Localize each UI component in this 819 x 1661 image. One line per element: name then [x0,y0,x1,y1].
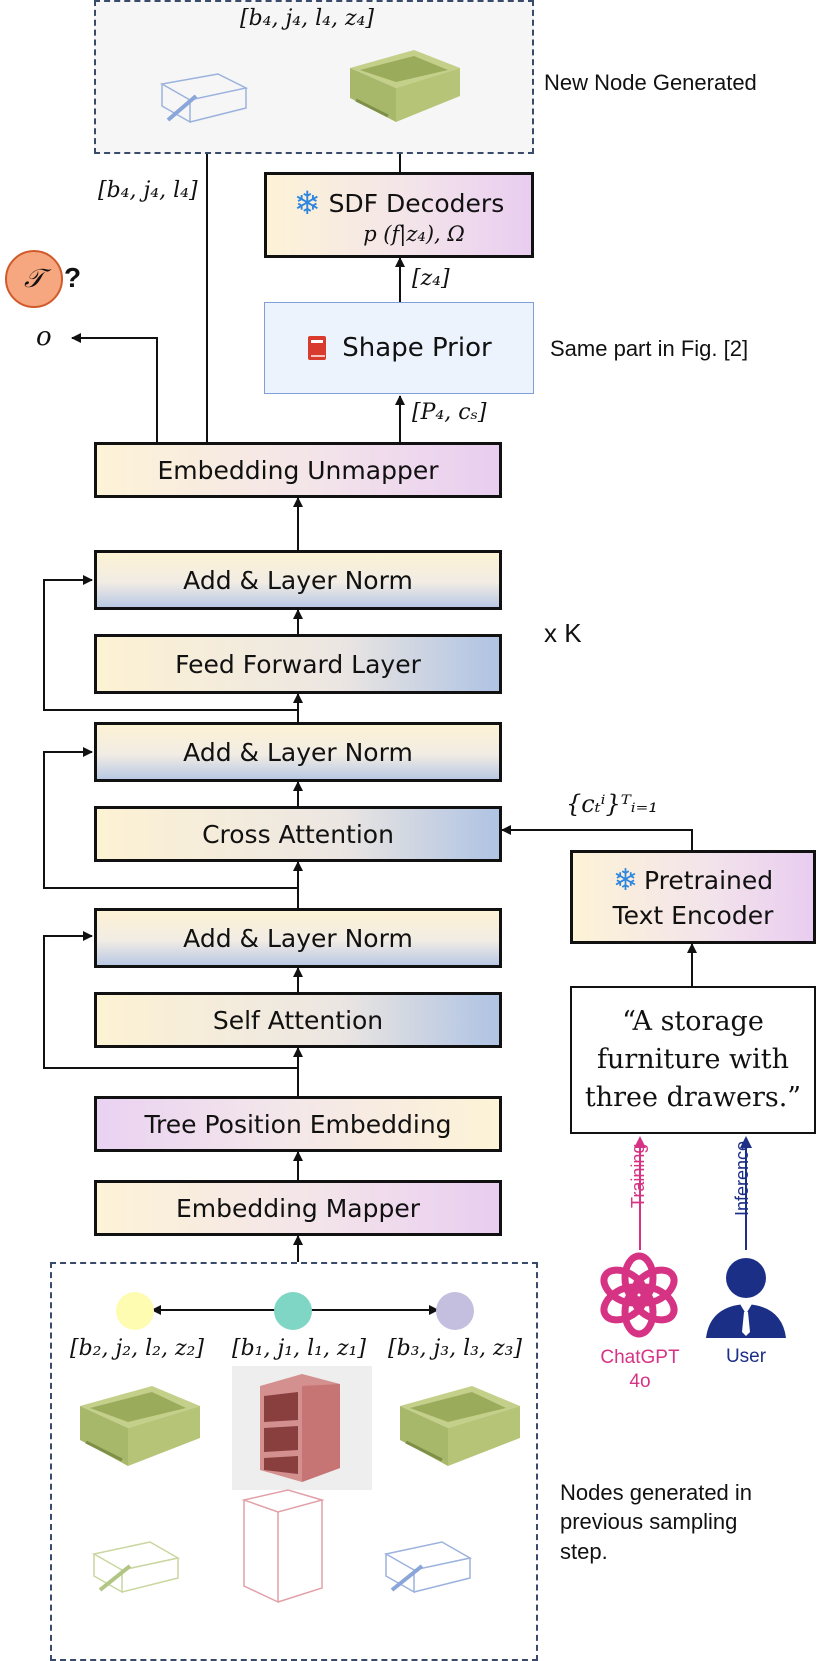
user-icon [706,1258,786,1338]
add-norm-3-box: Add & Layer Norm [94,908,502,968]
residual-loop-cross [43,747,298,889]
drawer-render-left [80,1386,200,1466]
embedding-mapper-label: Embedding Mapper [175,1193,421,1223]
residual-loop-ff [43,575,298,711]
node3-dot [436,1292,474,1330]
embedding-unmapper-box: Embedding Unmapper [94,442,502,498]
book-icon [308,336,327,360]
node2-label: [b₂, j₂, l₂, z₂] [70,1336,204,1361]
previous-nodes-line2: previous sampling [560,1509,738,1535]
tree-position-box: Tree Position Embedding [94,1096,502,1152]
new-node-panel [94,0,534,154]
add-norm-1-box: Add & Layer Norm [94,550,502,610]
text-encoder-box: ❄ Pretrained Text Encoder [570,850,816,944]
cross-attention-box: Cross Attention [94,806,502,862]
add-norm-1-label: Add & Layer Norm [183,565,413,595]
previous-nodes-line3: step. [560,1538,608,1564]
z4-label: [z₄] [412,266,450,291]
arrow-encoder-to-cross [501,825,693,850]
tau-circle: 𝒯 [5,250,63,308]
repeat-k-label: x K [544,618,582,648]
tree-position-label: Tree Position Embedding [144,1109,452,1139]
wireframe-cabinet [241,1489,325,1604]
previous-nodes-line1: Nodes generated in [560,1480,753,1505]
bjl4-label: [b₄, j₄, l₄] [98,178,198,203]
embedding-mapper-box: Embedding Mapper [94,1180,502,1236]
text-encoder-line1: Pretrained [643,865,774,895]
drawer-render-top [350,50,460,122]
prompt-box: “A storage furniture with three drawers.… [570,986,816,1134]
sdf-decoders-title: SDF Decoders [328,188,505,218]
residual-loop-self [43,931,298,1069]
prompt-line3: three drawers.” [584,1082,802,1114]
cabinet-render [232,1366,372,1490]
embedding-unmapper-label: Embedding Unmapper [157,455,439,485]
shape-prior-box: Shape Prior [264,302,534,394]
self-attention-box: Self Attention [94,992,502,1048]
sdf-formula: p (f|z₄), Ω [363,222,465,246]
inference-label: Inference [732,1140,752,1216]
feed-forward-label: Feed Forward Layer [175,649,421,679]
question-mark: ? [64,262,82,293]
p4cs-label: [P₄, cₛ] [412,400,487,425]
add-norm-2-label: Add & Layer Norm [183,737,413,767]
chatgpt-line2: 4o [629,1370,651,1392]
top-node-label: [b₄, j₄, l₄, z₄] [240,6,374,31]
shape-prior-label: Shape Prior [342,333,492,363]
feed-forward-box: Feed Forward Layer [94,634,502,694]
wireframe-drawer-top [159,73,249,124]
node3-label: [b₃, j₃, l₃, z₃] [388,1336,522,1361]
chatgpt-logo-icon [600,1252,678,1338]
snowflake-icon: ❄ [612,863,638,899]
previous-nodes-label: Nodes generated in previous sampling ste… [560,1478,752,1566]
add-norm-3-label: Add & Layer Norm [183,923,413,953]
prompt-line2: furniture with [596,1043,789,1075]
node1-label: [b₁, j₁, l₁, z₁] [232,1336,366,1361]
o-label: o [36,322,52,352]
self-attention-label: Self Attention [212,1005,384,1035]
new-node-label: New Node Generated [544,70,757,95]
training-label: Training [628,1143,648,1208]
cross-attention-label: Cross Attention [202,819,394,849]
node1-dot [274,1292,312,1330]
chatgpt-label: ChatGPT 4o [590,1346,690,1394]
drawer-render-right [400,1386,520,1466]
node2-dot [116,1292,154,1330]
sdf-decoders-box: ❄ SDF Decoders p (f|z₄), Ω [264,172,534,258]
arrow-to-o [71,333,158,442]
snowflake-icon: ❄ [293,184,321,222]
add-norm-2-box: Add & Layer Norm [94,722,502,782]
previous-nodes-panel [50,1262,538,1661]
text-encoder-line2: Text Encoder [612,901,774,931]
chatgpt-line1: ChatGPT [600,1347,680,1368]
same-part-label: Same part in Fig. [2] [550,336,749,361]
wireframe-drawer-left [91,1541,181,1594]
prompt-line1: “A storage [622,1005,764,1037]
text-condition-label: {cₜⁱ}ᵀᵢ₌₁ [566,790,658,818]
tau-symbol: 𝒯 [24,263,44,294]
user-label: User [725,1346,767,1367]
wireframe-drawer-right [383,1541,473,1594]
